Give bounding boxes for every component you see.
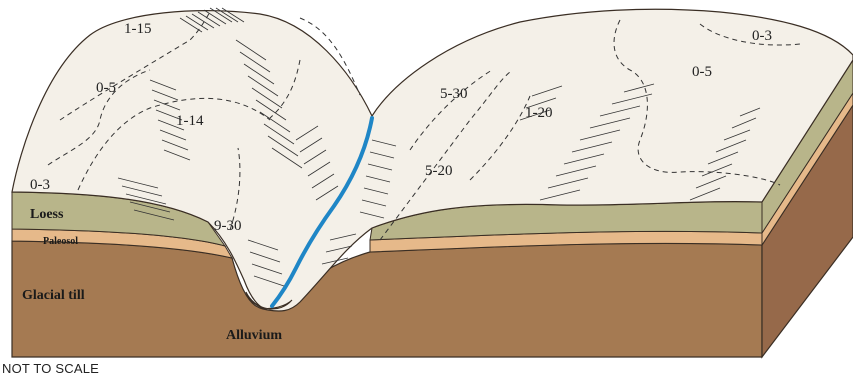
glacial-till-front-face — [12, 241, 762, 357]
layer-label-alluvium: Alluvium — [226, 328, 282, 343]
slope-label: 0-3 — [30, 177, 50, 193]
layer-label-glacial-till: Glacial till — [22, 288, 85, 303]
slope-label: 1-20 — [525, 105, 553, 121]
scale-note: NOT TO SCALE — [2, 361, 99, 376]
slope-label: 1-15 — [124, 21, 152, 37]
layer-label-paleosol: Paleosol — [43, 236, 78, 247]
slope-label: 5-20 — [425, 163, 453, 179]
slope-label: 0-3 — [752, 28, 772, 44]
slope-label: 0-5 — [692, 64, 712, 80]
slope-label: 9-30 — [214, 218, 242, 234]
slope-label: 5-30 — [440, 86, 468, 102]
slope-label: 0-5 — [96, 80, 116, 96]
slope-label: 1-14 — [176, 113, 204, 129]
layer-label-loess: Loess — [30, 207, 64, 222]
